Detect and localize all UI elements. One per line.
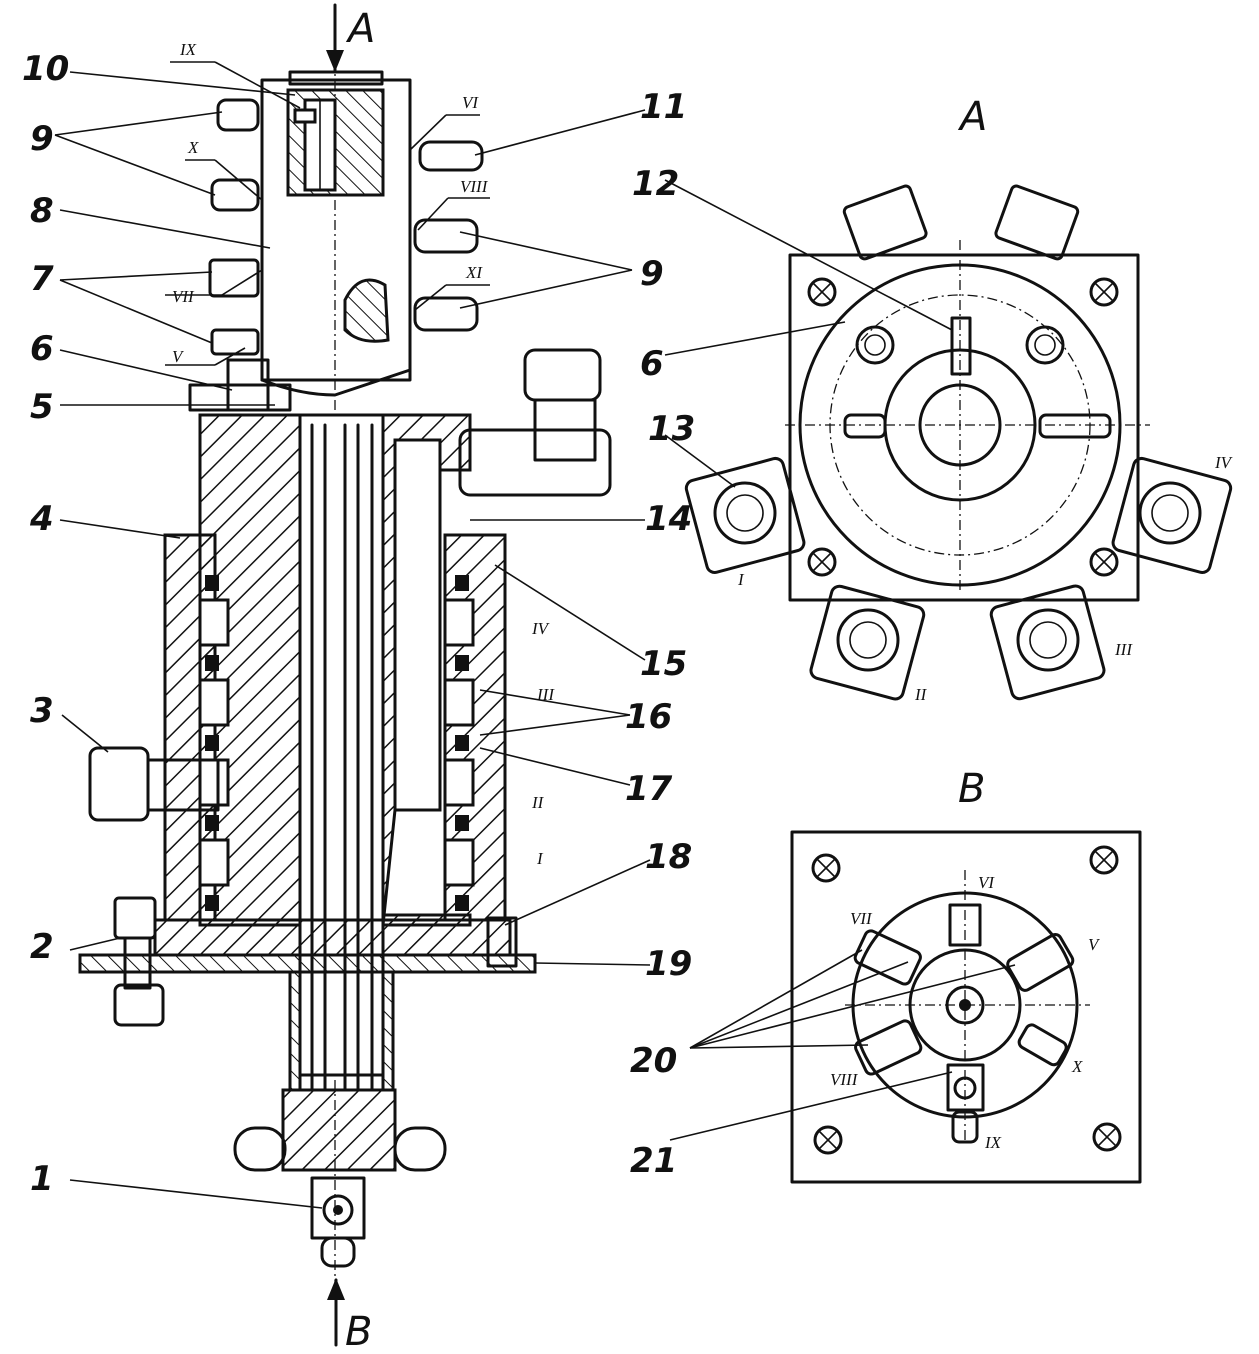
callout-11: 11	[640, 87, 687, 127]
view-b-mark-vi: VI	[978, 873, 995, 892]
view-b: B 20 21 VI VII V	[630, 766, 1142, 1184]
view-b-mark-ix: IX	[984, 1133, 1002, 1152]
callout-2: 2	[30, 927, 54, 967]
view-a-mark-i: I	[737, 570, 745, 589]
callout-9-right: 9	[640, 254, 664, 294]
view-b-mark-v: V	[1088, 935, 1101, 954]
view-a-mark-ii: II	[914, 685, 928, 704]
mark-vi: VI	[462, 93, 479, 112]
main-callouts: 10 9 8 7 6 5 4 3 2 1 11 9 14 15 16 17 18…	[22, 49, 692, 1199]
callout-4: 4	[29, 499, 54, 539]
callout-19: 19	[645, 944, 692, 984]
callout-12: 12	[632, 164, 679, 204]
main-section-view: A	[78, 3, 612, 1354]
view-b-mark-x: X	[1071, 1057, 1083, 1076]
view-b-arrow-label: B	[345, 1309, 372, 1354]
callout-20: 20	[630, 1041, 677, 1081]
view-b-title: B	[958, 766, 985, 812]
callout-6: 6	[30, 329, 54, 369]
callout-21: 21	[630, 1141, 677, 1181]
view-a-corner-bolts	[807, 277, 1119, 577]
callout-15: 15	[640, 644, 687, 684]
view-b-mark-vii: VII	[850, 909, 873, 928]
callout-16: 16	[625, 697, 672, 737]
mark-ii: II	[531, 793, 545, 812]
mark-iii: III	[536, 685, 555, 704]
callout-13: 13	[648, 409, 695, 449]
mark-ix: IX	[179, 40, 197, 59]
callout-10: 10	[22, 49, 69, 89]
callout-8: 8	[30, 191, 54, 231]
mark-viii: VIII	[460, 177, 489, 196]
callout-1: 1	[30, 1159, 54, 1199]
mark-iv: IV	[531, 619, 551, 638]
view-b-corner-bolts	[811, 845, 1122, 1155]
callout-6-view-a: 6	[640, 344, 664, 384]
mark-i: I	[536, 849, 544, 868]
main-leader-lines	[54, 61, 651, 1209]
callout-9-left: 9	[30, 119, 54, 159]
view-b-nipples	[853, 903, 1075, 1144]
view-a-mark-iii: III	[1114, 640, 1133, 659]
view-b-mark-viii: VIII	[830, 1070, 859, 1089]
mark-v: V	[172, 347, 185, 366]
mark-x: X	[187, 138, 199, 157]
seal-rings	[205, 575, 469, 911]
mark-vii: VII	[172, 287, 195, 306]
view-a-mark-iv: IV	[1214, 453, 1234, 472]
view-a: A	[632, 94, 1234, 704]
callout-17: 17	[625, 769, 673, 809]
callout-14: 14	[645, 499, 692, 539]
view-a-title: A	[957, 94, 987, 140]
callout-7: 7	[30, 259, 54, 299]
mark-xi: XI	[465, 263, 483, 282]
callout-18: 18	[645, 837, 692, 877]
view-a-radial-ports	[684, 184, 1233, 701]
view-a-arrow-label: A	[345, 6, 375, 52]
callout-5: 5	[30, 387, 54, 427]
callout-3: 3	[30, 691, 54, 731]
main-port-marks: IX X VII V VI VIII XI IV III II I	[172, 40, 555, 868]
